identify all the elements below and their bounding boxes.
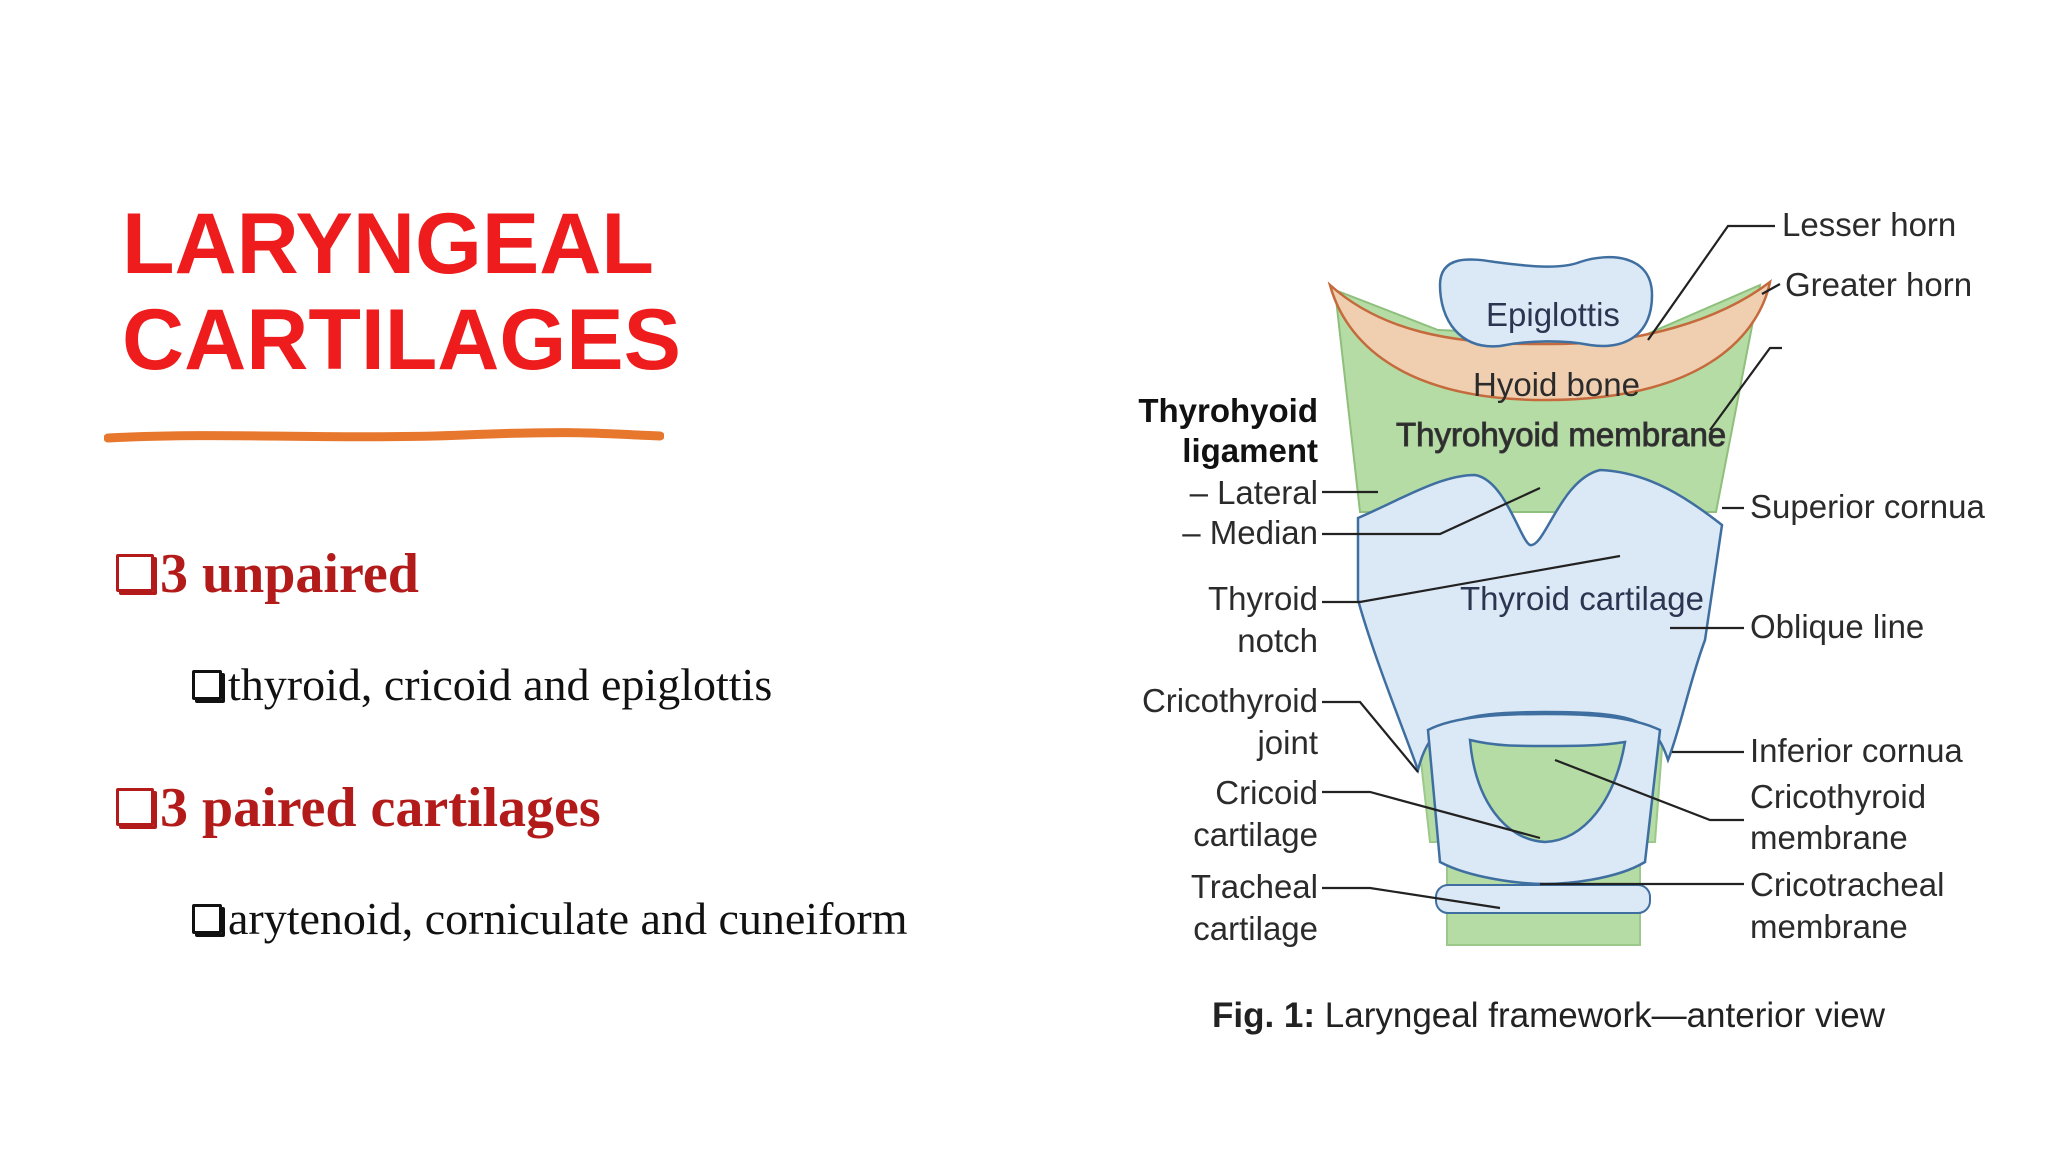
label-cricotracheal-membrane-2: membrane (1750, 908, 1908, 945)
checkbox-bullet-icon (116, 554, 154, 592)
label-cricotracheal-membrane-1: Cricotracheal (1750, 866, 1944, 903)
sub-bullet-unpaired: thyroid, cricoid and epiglottis (192, 658, 772, 711)
sub-bullet-paired: arytenoid, corniculate and cuneiform (192, 892, 908, 945)
label-oblique-line: Oblique line (1750, 608, 1924, 645)
bullet-unpaired: 3 unpaired (116, 542, 419, 606)
label-thyrohyoid-membrane: Thyrohyoid membrane (1396, 416, 1726, 453)
cricoid-cartilage-shape (1426, 712, 1662, 886)
label-thyroid-cartilage: Thyroid cartilage (1460, 580, 1704, 617)
bullet-paired-text: 3 paired cartilages (160, 777, 601, 839)
label-inferior-cornua: Inferior cornua (1750, 732, 1963, 769)
label-hyoid-bone: Hyoid bone (1473, 366, 1640, 403)
checkbox-bullet-icon (192, 904, 222, 934)
bullet-unpaired-text: 3 unpaired (160, 543, 419, 605)
leader-lines (1322, 224, 1782, 910)
label-lateral: – Lateral (1190, 474, 1318, 511)
label-lesser-horn: Lesser horn (1782, 206, 1956, 243)
figure-caption: Fig. 1: Laryngeal framework—anterior vie… (1212, 996, 1885, 1036)
checkbox-bullet-icon (116, 788, 154, 826)
sub-bullet-paired-text: arytenoid, corniculate and cuneiform (228, 893, 908, 944)
label-thyroid-notch-2: notch (1237, 622, 1318, 659)
label-cricothyroid-membrane-1: Cricothyroid (1750, 778, 1926, 815)
label-tracheal-cartilage-2: cartilage (1193, 910, 1318, 947)
tracheal-ring (1435, 884, 1651, 914)
label-thyrohyoid-ligament-1: Thyrohyoid (1138, 392, 1318, 429)
label-cricothyroid-joint-1: Cricothyroid (1142, 682, 1318, 719)
bullet-paired: 3 paired cartilages (116, 776, 601, 840)
title-line-1: LARYNGEAL (122, 196, 654, 292)
checkbox-bullet-icon (192, 670, 222, 700)
slide-title: LARYNGEAL CARTILAGES (122, 196, 681, 388)
epiglottis-shape (1438, 255, 1654, 348)
title-line-2: CARTILAGES (122, 292, 681, 388)
label-epiglottis: Epiglottis (1486, 296, 1620, 333)
label-cricoid-cartilage-1: Cricoid (1215, 774, 1318, 811)
label-thyroid-notch-1: Thyroid (1208, 580, 1318, 617)
sub-bullet-unpaired-text: thyroid, cricoid and epiglottis (228, 659, 773, 710)
thyroid-cartilage-shape (1356, 468, 1724, 775)
label-greater-horn: Greater horn (1785, 266, 1972, 303)
label-median: – Median (1182, 514, 1318, 551)
label-tracheal-cartilage-1: Tracheal (1191, 868, 1318, 905)
label-cricothyroid-joint-2: joint (1256, 724, 1318, 761)
title-underline (104, 428, 664, 443)
figure-caption-text: Laryngeal framework—anterior view (1315, 996, 1886, 1035)
figure-caption-label: Fig. 1: (1212, 996, 1316, 1035)
label-cricothyroid-membrane-2: membrane (1750, 819, 1908, 856)
label-cricoid-cartilage-2: cartilage (1193, 816, 1318, 853)
label-superior-cornua: Superior cornua (1750, 488, 1985, 525)
label-thyrohyoid-ligament-2: ligament (1182, 432, 1318, 469)
